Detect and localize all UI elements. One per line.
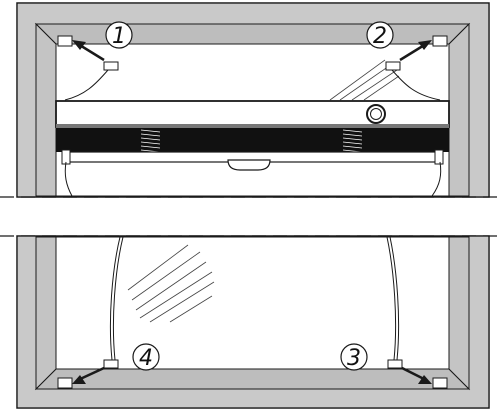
- upper-cords: [64, 69, 442, 197]
- marker-4-label: 4: [139, 346, 153, 371]
- lower-glass-reflection: [127, 244, 215, 323]
- upper-frame-inner-bevel: [34, 23, 471, 45]
- headrail-shadow: [56, 124, 449, 128]
- end-cap-right: [434, 149, 444, 165]
- marker-2-label: 2: [373, 24, 387, 49]
- marker-4: 4: [132, 343, 160, 371]
- blind-cassette: [55, 100, 450, 171]
- clip-top-right: [385, 35, 448, 71]
- end-cap-left: [61, 149, 71, 165]
- lower-frame-left-bevel: [35, 236, 57, 391]
- lower-cords: [109, 236, 400, 361]
- control-knob: [366, 104, 386, 124]
- arrow-top-right-icon: [399, 40, 432, 62]
- arrow-top-left-icon: [72, 40, 105, 62]
- marker-3-label: 3: [347, 346, 361, 371]
- marker-3: 3: [340, 343, 368, 371]
- spring-right: [342, 129, 363, 153]
- pull-handle: [227, 159, 271, 171]
- upper-frame-right-bevel: [448, 22, 470, 197]
- lower-frame-right-bevel: [448, 236, 470, 391]
- arrow-bottom-left-icon: [72, 366, 105, 384]
- marker-2: 2: [366, 21, 394, 49]
- marker-1-label: 1: [112, 24, 126, 49]
- clip-top-left: [57, 35, 119, 71]
- lower-frame-bottom-bevel: [34, 368, 471, 390]
- clip-bottom-right: [387, 359, 448, 389]
- upper-frame-left-bevel: [35, 22, 57, 197]
- clip-bottom-left: [57, 359, 119, 389]
- break-lines: [0, 196, 501, 237]
- headrail: [55, 100, 450, 128]
- lower-glass: [55, 236, 450, 370]
- arrow-bottom-right-icon: [401, 366, 432, 384]
- marker-1: 1: [105, 21, 133, 49]
- fabric-roll: [56, 128, 449, 152]
- upper-glass-reflection: [329, 59, 400, 101]
- control-knob-inner: [370, 108, 382, 120]
- lower-frame: [16, 235, 490, 409]
